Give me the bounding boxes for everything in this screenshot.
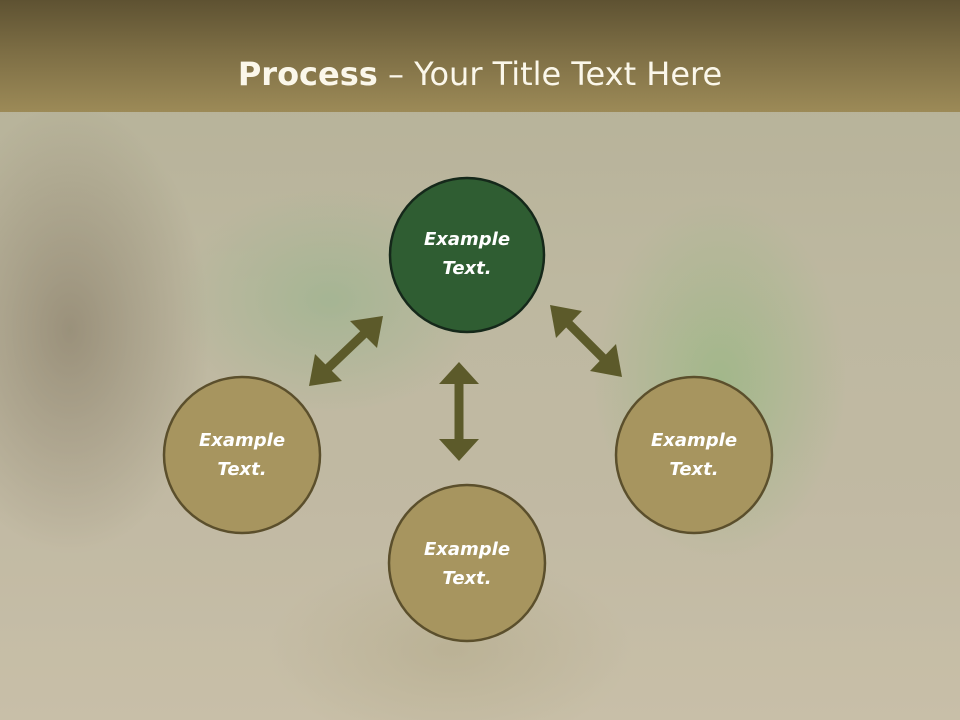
title-rest: Your Title Text Here [414,55,723,93]
arrow-vertical [439,362,479,461]
right-step-circle[interactable] [614,375,774,535]
bottom-step-circle[interactable] [387,483,547,643]
title-bar: Process – Your Title Text Here [0,0,960,112]
right-step-line1: Example [650,430,738,451]
title-bold: Process [237,55,378,93]
arrow-left-diagonal [309,316,383,386]
left-step-line1: Example [198,430,286,451]
bottom-step-line2: Text. [442,568,492,589]
center-step-line1: Example [423,229,511,250]
left-step-line2: Text. [217,459,267,480]
slide-title: Process – Your Title Text Here [0,52,960,96]
center-step-line2: Text. [442,258,492,279]
center-step-circle[interactable] [388,176,546,334]
center-step-label: Example Text. [392,225,542,283]
right-step-line2: Text. [669,459,719,480]
left-step-label: Example Text. [167,426,317,484]
title-dash: – [377,55,415,93]
bottom-step-label: Example Text. [392,535,542,593]
left-step-circle[interactable] [162,375,322,535]
bottom-step-line1: Example [423,539,511,560]
arrow-right-diagonal [550,305,622,377]
right-step-label: Example Text. [619,426,769,484]
arrows [309,305,622,461]
